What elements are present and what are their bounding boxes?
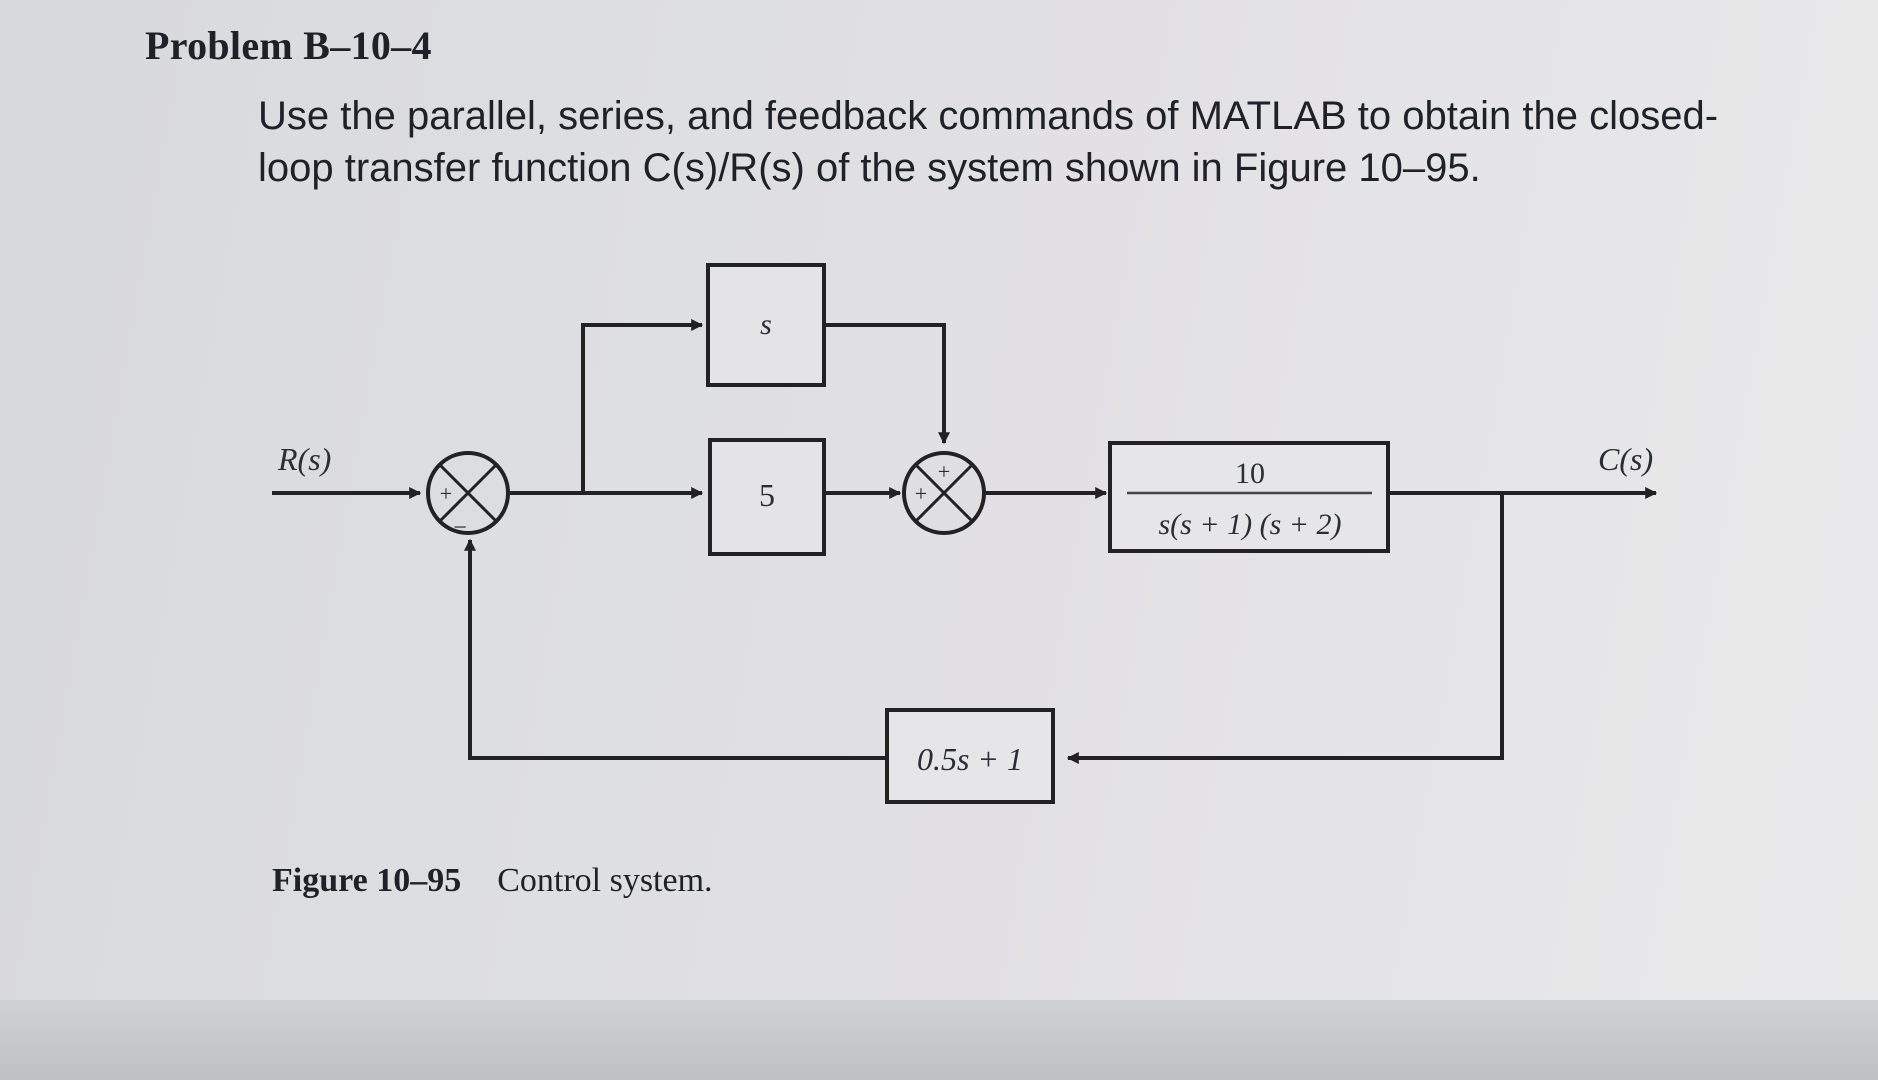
- plant-denominator: s(s + 1) (s + 2): [1159, 508, 1342, 541]
- plant-numerator: 10: [1235, 457, 1265, 490]
- figure-number: Figure 10–95: [272, 862, 462, 899]
- monitor-bezel: [0, 1000, 1878, 1080]
- block-s-output-line: [824, 323, 950, 445]
- figure-caption: Figure 10–95 Control system.: [272, 862, 713, 900]
- problem-title: Problem B–10–4: [145, 23, 432, 68]
- sum1-minus-sign: −: [453, 515, 467, 541]
- problem-line-2: loop transfer function C(s)/R(s) of the …: [258, 146, 1481, 190]
- problem-line-1: Use the parallel, series, and feedback c…: [258, 94, 1719, 138]
- summing-junction-1: [426, 451, 510, 535]
- sum2-plus-sign-left: +: [915, 481, 927, 506]
- output-label: C(s): [1598, 441, 1653, 477]
- feedback-return-line: [464, 538, 887, 760]
- block-5-label: 5: [759, 477, 775, 513]
- summing-junction-2: [902, 451, 986, 535]
- feedback-block: [885, 708, 1055, 804]
- sum2-plus-sign-top: +: [938, 459, 950, 484]
- block-5: [708, 438, 826, 556]
- figure-caption-text: Control system.: [497, 862, 713, 899]
- plant-block: [1108, 441, 1390, 553]
- input-label: R(s): [277, 441, 331, 477]
- block-s: [706, 263, 826, 387]
- block-diagram: + − + + R(s) C(s) s 5 10 s(s + 1) (s + 2…: [272, 263, 1658, 804]
- sum1-plus-sign: +: [440, 481, 452, 506]
- problem-statement: Use the parallel, series, and feedback c…: [258, 90, 1808, 194]
- branch-to-block-s-line: [581, 319, 704, 493]
- feedback-takeoff-line: [1066, 493, 1504, 764]
- feedback-block-label: 0.5s + 1: [917, 741, 1023, 777]
- block-s-label: s: [760, 308, 772, 341]
